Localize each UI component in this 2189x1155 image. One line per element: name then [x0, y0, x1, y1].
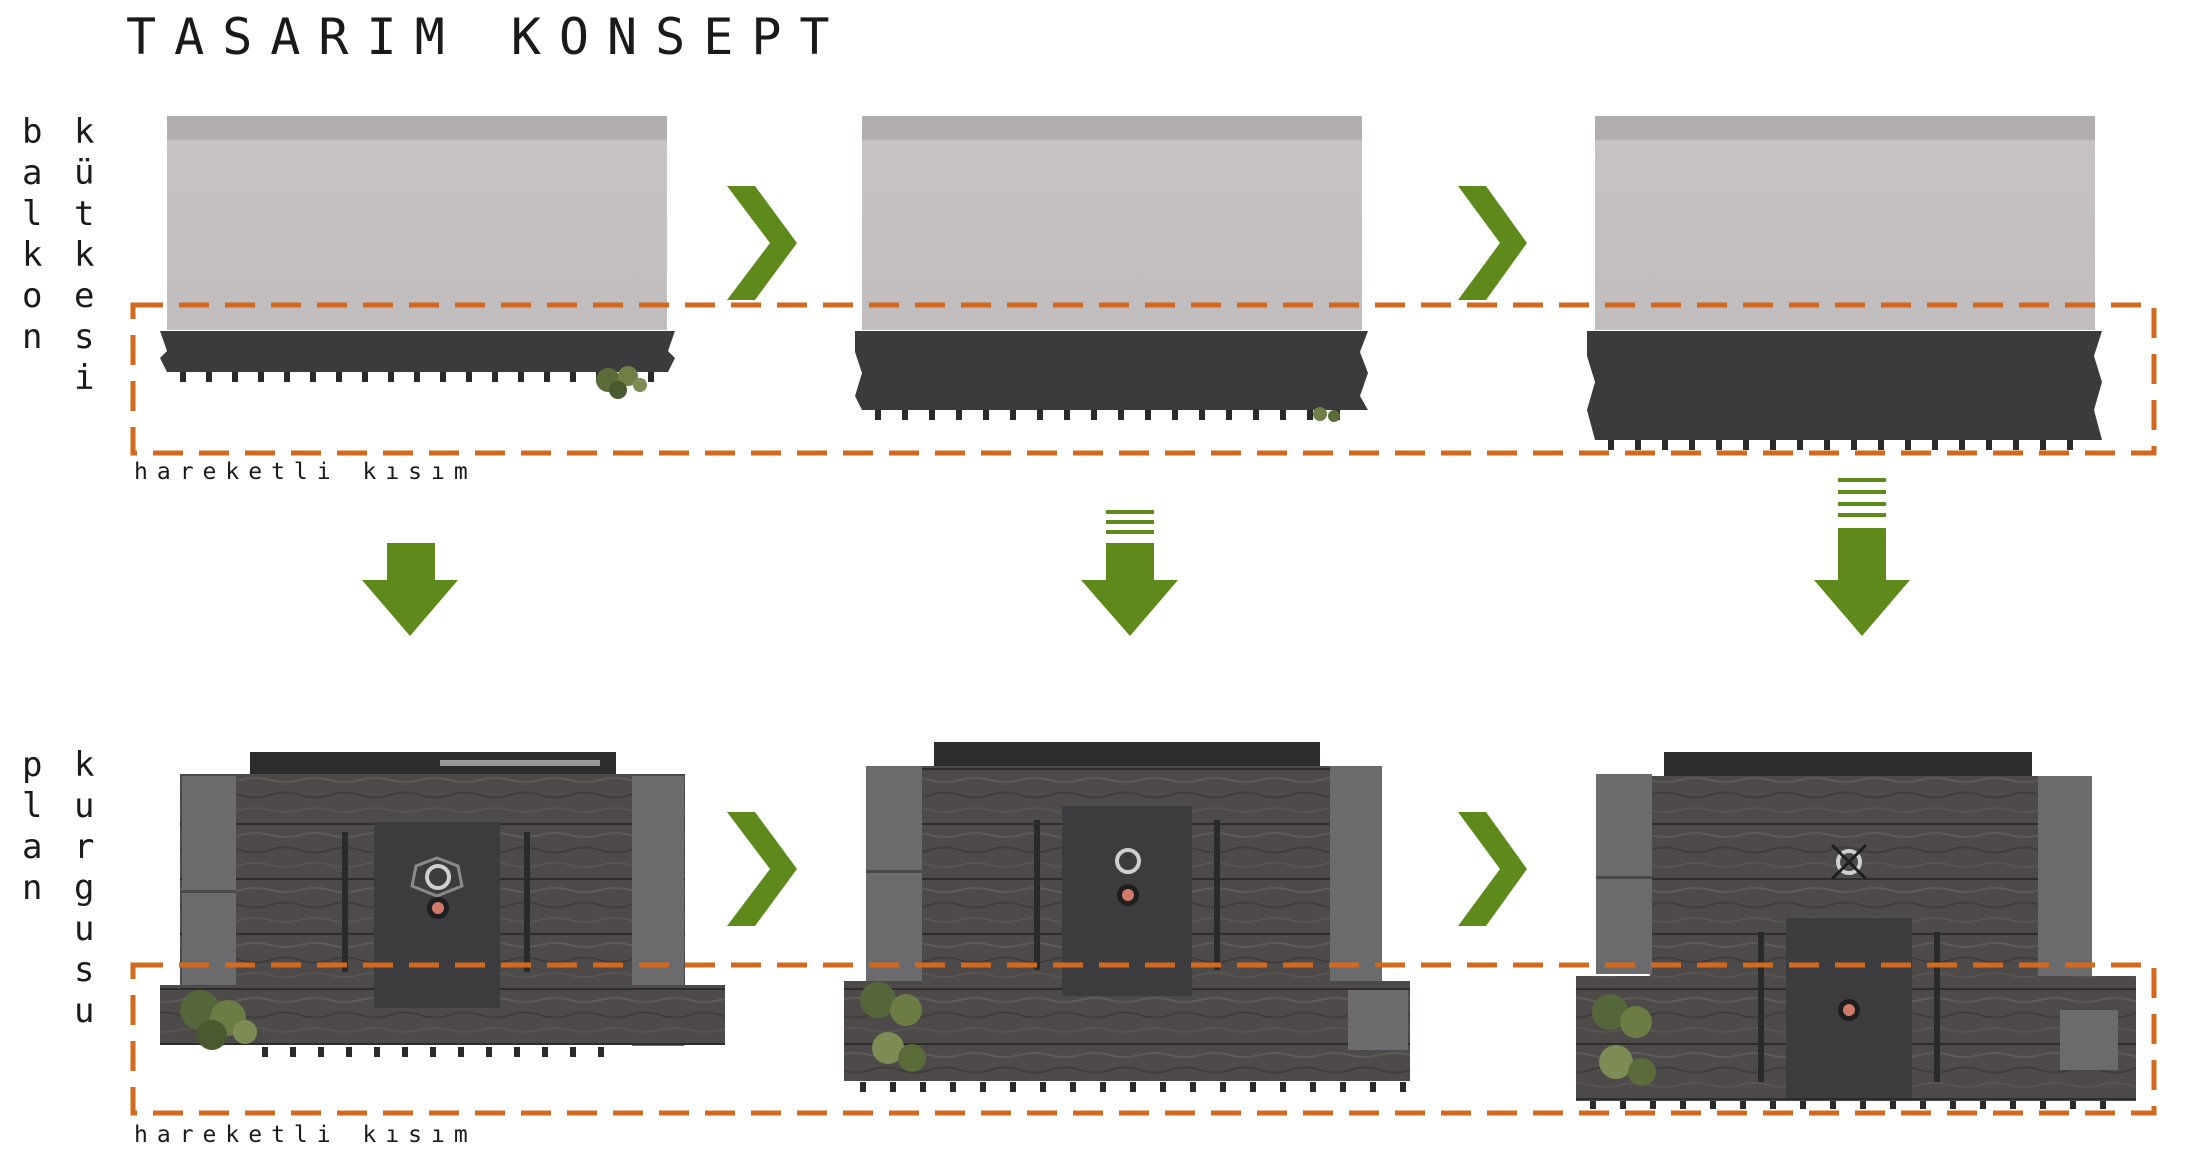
label-letter: s: [74, 950, 95, 990]
wall-cap: [1595, 116, 2095, 140]
side-counter: [2060, 1010, 2118, 1070]
chevron-right-icon: [727, 812, 797, 926]
label-letter: b: [22, 112, 43, 152]
plant-icon: [596, 366, 647, 399]
label-letter: s: [74, 317, 95, 357]
label-letter: u: [74, 909, 95, 949]
balcony-slab: [160, 331, 675, 372]
page-title: TASARIM KONSEPT: [126, 8, 848, 66]
plan-1: [160, 752, 725, 1057]
label-letter: l: [22, 786, 43, 826]
burner-icon: [410, 856, 464, 919]
railing-posts: [875, 410, 1340, 420]
railing-posts: [262, 1047, 604, 1057]
down-arrow-icon: [362, 543, 458, 636]
concrete-wall: [1595, 116, 2095, 330]
concrete-wall: [862, 116, 1362, 330]
label-letter: o: [22, 276, 43, 316]
side-counter: [1330, 766, 1382, 981]
balcony-slab: [1587, 331, 2102, 440]
top-counter: [250, 752, 616, 774]
top-counter: [934, 742, 1320, 766]
plant-icon: [1592, 994, 1656, 1086]
down-arrow-icon: [1814, 478, 1910, 636]
caption-moving-part-top: hareketli kısım: [134, 459, 477, 485]
wall-cap: [862, 116, 1362, 140]
label-letter: k: [74, 112, 95, 152]
plant-icon: [860, 982, 926, 1072]
chevron-right-icon: [727, 186, 797, 300]
label-letter: t: [74, 194, 95, 234]
burner-icon: [1838, 999, 1860, 1021]
railing-posts: [1590, 1101, 2106, 1109]
railing-posts: [1608, 440, 2073, 450]
caption-moving-part-bottom: hareketli kısım: [134, 1122, 477, 1148]
chevron-right-icon: [1458, 186, 1527, 300]
label-letter: k: [74, 745, 95, 785]
balcony-slab: [855, 331, 1368, 410]
moving-part-frame-top: [130, 302, 2157, 456]
plant-icon: [1313, 407, 1340, 422]
balcony-deck: [844, 981, 1410, 1081]
label-letter: u: [74, 786, 95, 826]
label-letter: ü: [74, 153, 95, 193]
burner-icon: [1830, 843, 1868, 881]
section-2: [855, 116, 1368, 422]
plan-2: [844, 742, 1410, 1092]
down-arrow-icon: [1081, 510, 1178, 636]
wall-cap: [167, 116, 667, 140]
label-letter: a: [22, 827, 43, 867]
label-letter: k: [74, 235, 95, 275]
moving-part-frame-bottom: [130, 962, 2157, 1116]
railing-posts: [180, 372, 654, 382]
plan-3: [1576, 752, 2136, 1109]
section-3: [1587, 116, 2102, 450]
side-counter: [1596, 774, 1652, 974]
label-letter: e: [74, 276, 95, 316]
label-letter: l: [22, 194, 43, 234]
label-letter: a: [22, 153, 43, 193]
label-letter: i: [74, 358, 95, 398]
label-letter: u: [74, 991, 95, 1031]
side-counter: [1348, 990, 1408, 1050]
label-letter: g: [74, 868, 95, 908]
section-1: [160, 116, 675, 399]
chevron-right-icon: [1458, 812, 1527, 926]
label-letter: n: [22, 868, 43, 908]
side-counter: [2038, 776, 2092, 976]
label-letter: n: [22, 317, 43, 357]
top-counter: [1664, 752, 2032, 776]
plant-icon: [180, 990, 257, 1050]
label-letter: r: [74, 827, 95, 867]
concrete-wall: [167, 116, 667, 330]
label-letter: p: [22, 745, 43, 785]
label-letter: k: [22, 235, 43, 275]
railing-posts: [860, 1082, 1406, 1092]
burner-icon: [1115, 848, 1141, 906]
side-counter: [866, 766, 922, 981]
